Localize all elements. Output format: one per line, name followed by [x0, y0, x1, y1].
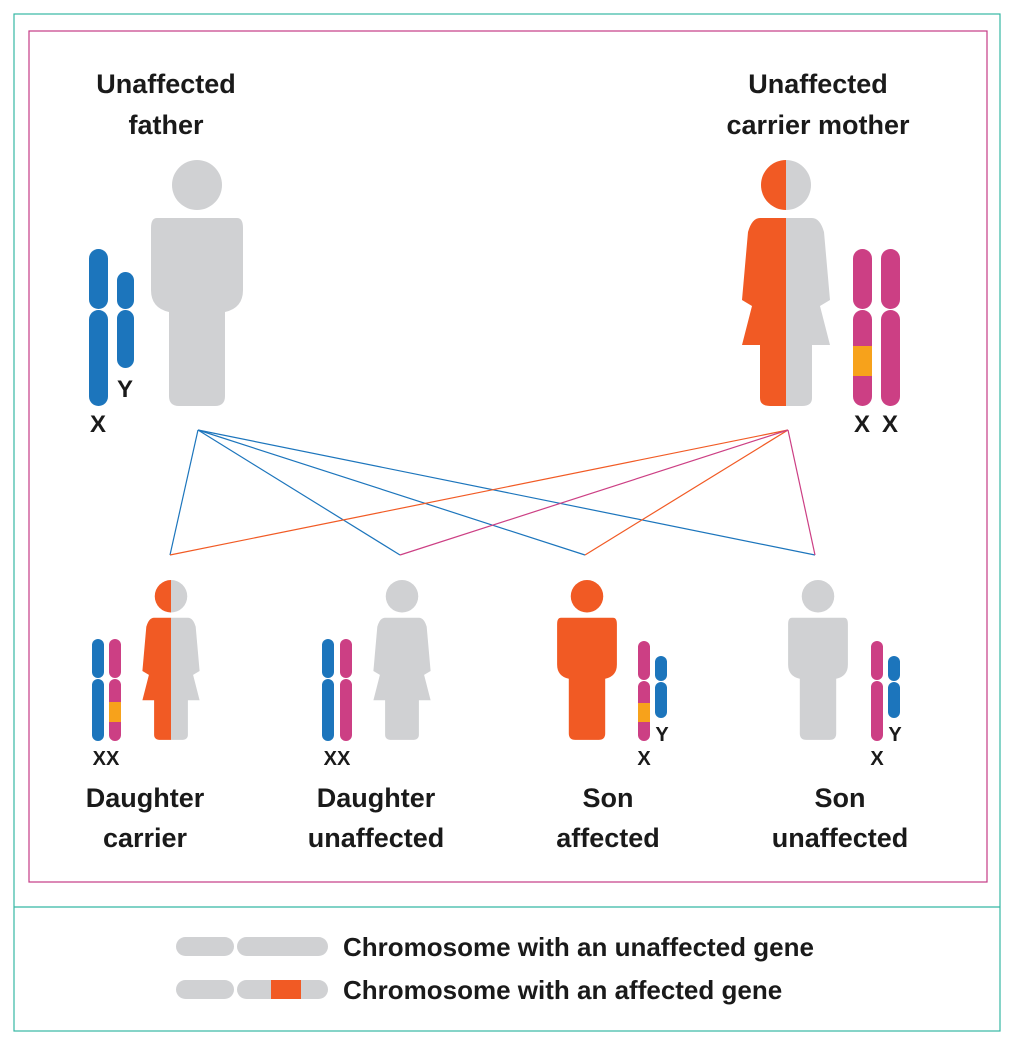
son-unaffected-figure-icon	[788, 580, 848, 740]
son-affected-x-chromosome-affected	[638, 641, 650, 741]
legend-unaffected-label: Chromosome with an unaffected gene	[343, 932, 814, 962]
legend: Chromosome with an unaffected gene Chrom…	[176, 932, 814, 1005]
son-affected-y-label: Y	[655, 724, 669, 746]
mother-x-chromosome-affected	[853, 249, 872, 406]
father-title-line2: father	[128, 110, 204, 140]
son-unaffected-y-label: Y	[888, 724, 902, 746]
diagram-frame	[28, 30, 988, 883]
inheritance-lines	[169, 429, 816, 556]
father-figure-icon	[151, 160, 243, 406]
son-unaffected-x-chromosome	[871, 641, 883, 741]
child-son-affected: X Y Son affected	[556, 580, 669, 853]
son-affected-label-line1: Son	[583, 783, 634, 813]
father-title-line1: Unaffected	[96, 69, 236, 99]
legend-unaffected-chromosome-icon	[176, 937, 328, 956]
daughter-carrier-figure-icon	[142, 580, 200, 740]
daughter-unaffected-figure-icon	[373, 580, 431, 740]
child-son-unaffected: X Y Son unaffected	[772, 580, 909, 853]
legend-affected-label: Chromosome with an affected gene	[343, 975, 782, 1005]
daughter-carrier-x-chromosome-father	[92, 639, 104, 741]
mother-x-label-2: X	[882, 411, 898, 438]
son-affected-y-chromosome	[655, 656, 667, 718]
son-affected-figure-icon	[557, 580, 617, 740]
daughter-unaffected-label-line1: Daughter	[317, 783, 436, 813]
child-daughter-unaffected: XX Daughter unaffected	[308, 580, 445, 853]
mother-figure-icon	[742, 160, 830, 406]
father-y-chromosome	[117, 272, 134, 368]
mother-x-chromosome	[881, 249, 900, 406]
father-x-chromosome	[89, 249, 108, 406]
son-affected-label-line2: affected	[556, 823, 660, 853]
son-unaffected-y-chromosome	[888, 656, 900, 718]
son-unaffected-label-line1: Son	[815, 783, 866, 813]
son-unaffected-label-line2: unaffected	[772, 823, 909, 853]
child-daughter-carrier: XX Daughter carrier	[86, 580, 205, 853]
son-unaffected-x-label: X	[870, 748, 884, 770]
daughter-carrier-label-line2: carrier	[103, 823, 188, 853]
mother-title-line1: Unaffected	[748, 69, 888, 99]
daughter-carrier-label-line1: Daughter	[86, 783, 205, 813]
daughter-carrier-chrom-label: XX	[93, 748, 120, 770]
mother-group: Unaffected carrier mother X X	[726, 69, 910, 438]
son-affected-x-label: X	[637, 748, 651, 770]
daughter-unaffected-chrom-label: XX	[324, 748, 351, 770]
father-y-label: Y	[117, 376, 133, 403]
daughter-unaffected-x-chromosome-father	[322, 639, 334, 741]
father-x-label: X	[90, 411, 106, 438]
daughter-unaffected-x-chromosome-mother	[340, 639, 352, 741]
daughter-unaffected-label-line2: unaffected	[308, 823, 445, 853]
outer-frame	[13, 13, 1001, 1032]
daughter-carrier-x-chromosome-affected	[109, 639, 121, 741]
legend-affected-chromosome-icon	[176, 980, 328, 999]
father-group: Unaffected father X Y	[89, 69, 243, 438]
mother-title-line2: carrier mother	[726, 110, 910, 140]
mother-x-label-1: X	[854, 411, 870, 438]
